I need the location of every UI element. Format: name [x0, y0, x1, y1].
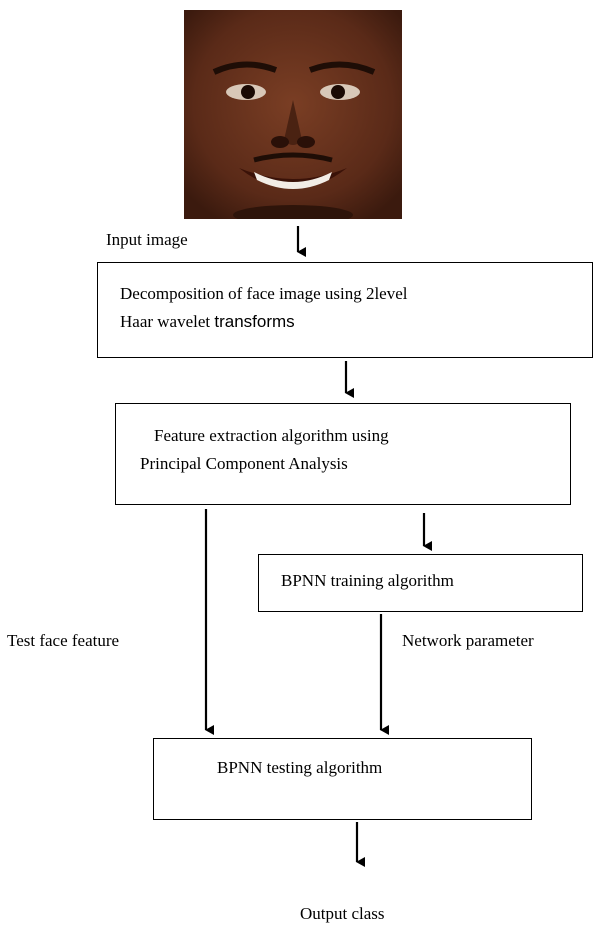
network-parameter-label: Network parameter — [402, 631, 534, 650]
testing-label: BPNN testing algorithm — [217, 758, 383, 777]
decomposition-box: Decomposition of face image using 2level… — [97, 262, 593, 358]
feature-extraction-box: Feature extraction algorithm using Princ… — [115, 403, 571, 505]
decomposition-line1: Decomposition of face image using 2level — [120, 284, 408, 303]
decomposition-line2: Haar wavelet transforms — [120, 308, 592, 336]
face-photo — [184, 10, 402, 219]
test-face-feature-label: Test face feature — [7, 631, 120, 650]
output-class-label: Output class — [300, 904, 385, 923]
decomposition-line2-prefix: Haar wavelet — [120, 312, 215, 331]
decomposition-line2-suffix: transforms — [214, 312, 295, 331]
bpnn-training-box: BPNN training algorithm — [258, 554, 583, 612]
input-face-image — [184, 10, 402, 219]
feature-line2: Principal Component Analysis — [140, 454, 348, 473]
bpnn-testing-box: BPNN testing algorithm — [153, 738, 532, 820]
training-label: BPNN training algorithm — [281, 571, 454, 590]
input-image-label: Input image — [106, 230, 188, 249]
feature-line1: Feature extraction algorithm using — [154, 426, 389, 445]
